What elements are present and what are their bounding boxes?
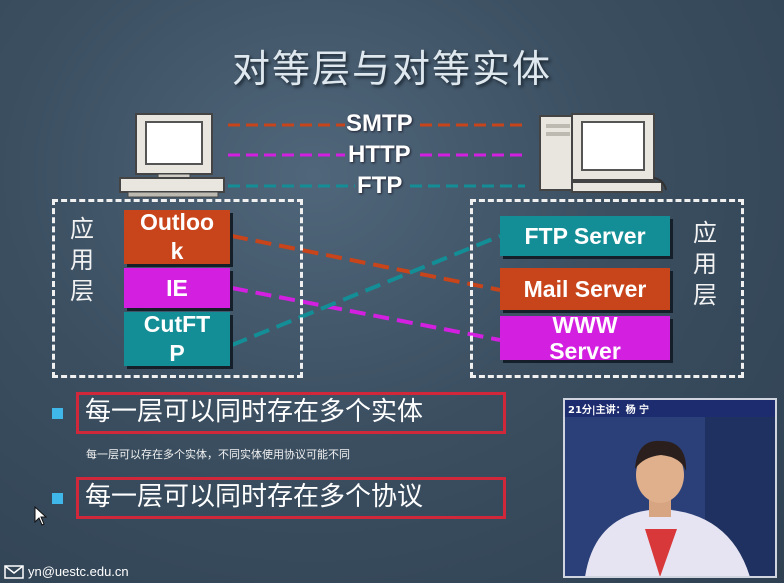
bullet-text-1: 每一层可以同时存在多个实体 (76, 392, 506, 434)
bullet-marker-2 (52, 493, 63, 504)
www-entity-line (231, 286, 501, 342)
left-computer-icon (119, 113, 225, 198)
left-layer-label: 应 用 层 (70, 215, 94, 305)
right-computer-icon (539, 113, 667, 193)
slide-title: 对等层与对等实体 (231, 47, 552, 91)
protocol-http: HTTP (348, 141, 411, 168)
footer-email[interactable]: yn@uestc.edu.cn (28, 564, 129, 579)
lecturer-video[interactable]: 21分|主讲：杨 宁 (563, 398, 777, 578)
protocol-smtp: SMTP (346, 110, 413, 137)
entity-mail-server: Mail Server (500, 268, 670, 310)
entity-cutftp: CutFT P (124, 311, 230, 366)
entity-ie: IE (124, 268, 230, 308)
right-application-layer (470, 199, 744, 378)
mouse-cursor-icon (34, 506, 48, 526)
right-layer-label: 应 用 层 (693, 219, 717, 309)
video-caption: 21分|主讲：杨 宁 (565, 400, 775, 417)
email-icon (4, 565, 24, 579)
entity-outlook: Outloo k (124, 209, 230, 264)
ftp-entity-line (231, 234, 501, 347)
mail-entity-line (231, 234, 501, 292)
bullet-subtext: 每一层可以存在多个实体，不同实体使用协议可能不同 (86, 448, 350, 461)
bullet-marker-1 (52, 408, 63, 419)
entity-www-server: WWW Server (500, 312, 670, 364)
protocol-ftp: FTP (357, 172, 403, 199)
lecturer-figure (565, 417, 775, 576)
left-application-layer (52, 199, 303, 378)
entity-ftp-server: FTP Server (500, 216, 670, 256)
bullet-text-2: 每一层可以同时存在多个协议 (76, 477, 506, 519)
